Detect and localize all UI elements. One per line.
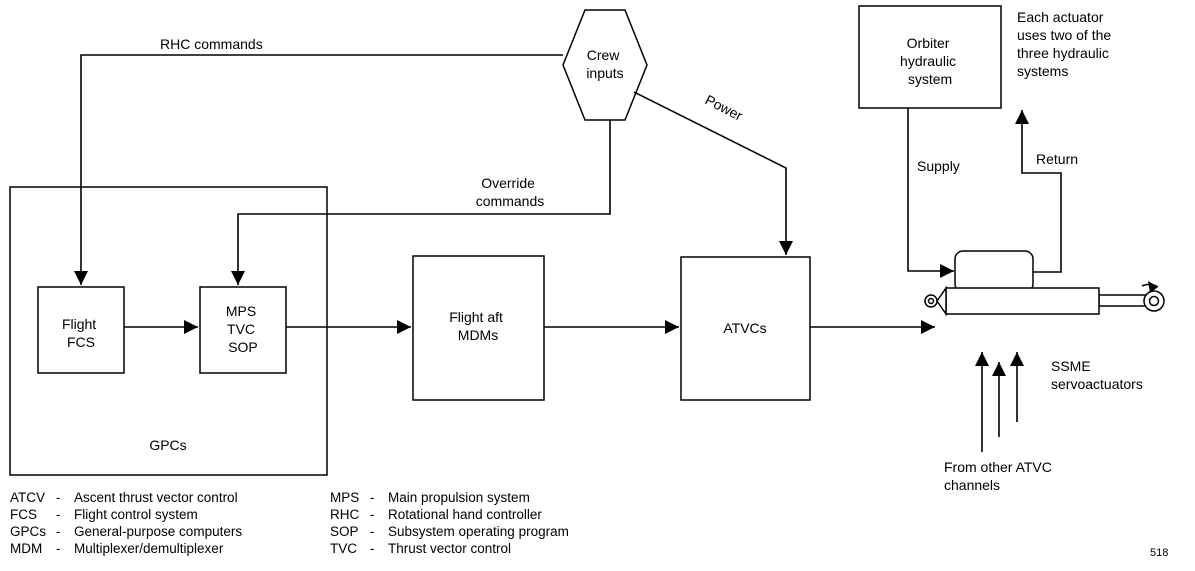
legend-item: SOP-Subsystem operating program	[330, 524, 569, 539]
legend-item: MDM-Multiplexer/demultiplexer	[10, 541, 224, 556]
legend-item: ATCV-Ascent thrust vector control	[10, 490, 238, 505]
override-commands-arrow	[231, 120, 611, 285]
mps-tvc-sop-label: MPS TVC SOP	[226, 303, 260, 355]
gpcs-box	[9, 186, 328, 476]
legend-item: MPS-Main propulsion system	[330, 490, 530, 505]
ssme-label: SSME servoactuators	[1051, 358, 1143, 392]
crew-inputs-label: Crew inputs	[586, 47, 623, 81]
actuator-note: Each actuator uses two of the three hydr…	[1017, 9, 1115, 79]
rhc-commands-arrow	[74, 54, 563, 285]
mps-tvc-sop-box	[199, 286, 287, 374]
flight-aft-mdms-label: Flight aft MDMs	[449, 309, 507, 343]
flight-fcs-label: Flight FCS	[62, 316, 100, 350]
from-other-label: From other ATVC channels	[944, 459, 1056, 493]
legend-item: GPCs-General-purpose computers	[10, 524, 243, 539]
legend-item: TVC-Thrust vector control	[330, 541, 512, 556]
legend-item: FCS-Flight control system	[10, 507, 198, 522]
flight-fcs-box	[37, 286, 125, 374]
atvcs-label: ATVCs	[723, 320, 766, 336]
return-label: Return	[1036, 151, 1078, 167]
orbiter-hydraulic-label: Orbiter hydraulic system	[900, 35, 960, 87]
supply-arrow	[907, 108, 954, 278]
atvcs-box	[680, 256, 811, 401]
orbiter-hydraulic-box	[858, 5, 1002, 109]
override-commands-label: Override commands	[476, 175, 544, 209]
servoactuator-drawing	[924, 250, 1165, 317]
page-number: 518	[1150, 547, 1168, 559]
power-label: Power	[703, 91, 746, 123]
rhc-commands-label: RHC commands	[160, 36, 263, 52]
gpcs-label: GPCs	[149, 437, 186, 453]
return-arrow	[1015, 110, 1062, 273]
power-arrow	[633, 91, 793, 255]
crew-inputs-hexagon	[562, 9, 648, 121]
flight-aft-mdms-box	[412, 255, 545, 401]
supply-label: Supply	[917, 158, 960, 174]
legend-item: RHC-Rotational hand controller	[330, 507, 542, 522]
